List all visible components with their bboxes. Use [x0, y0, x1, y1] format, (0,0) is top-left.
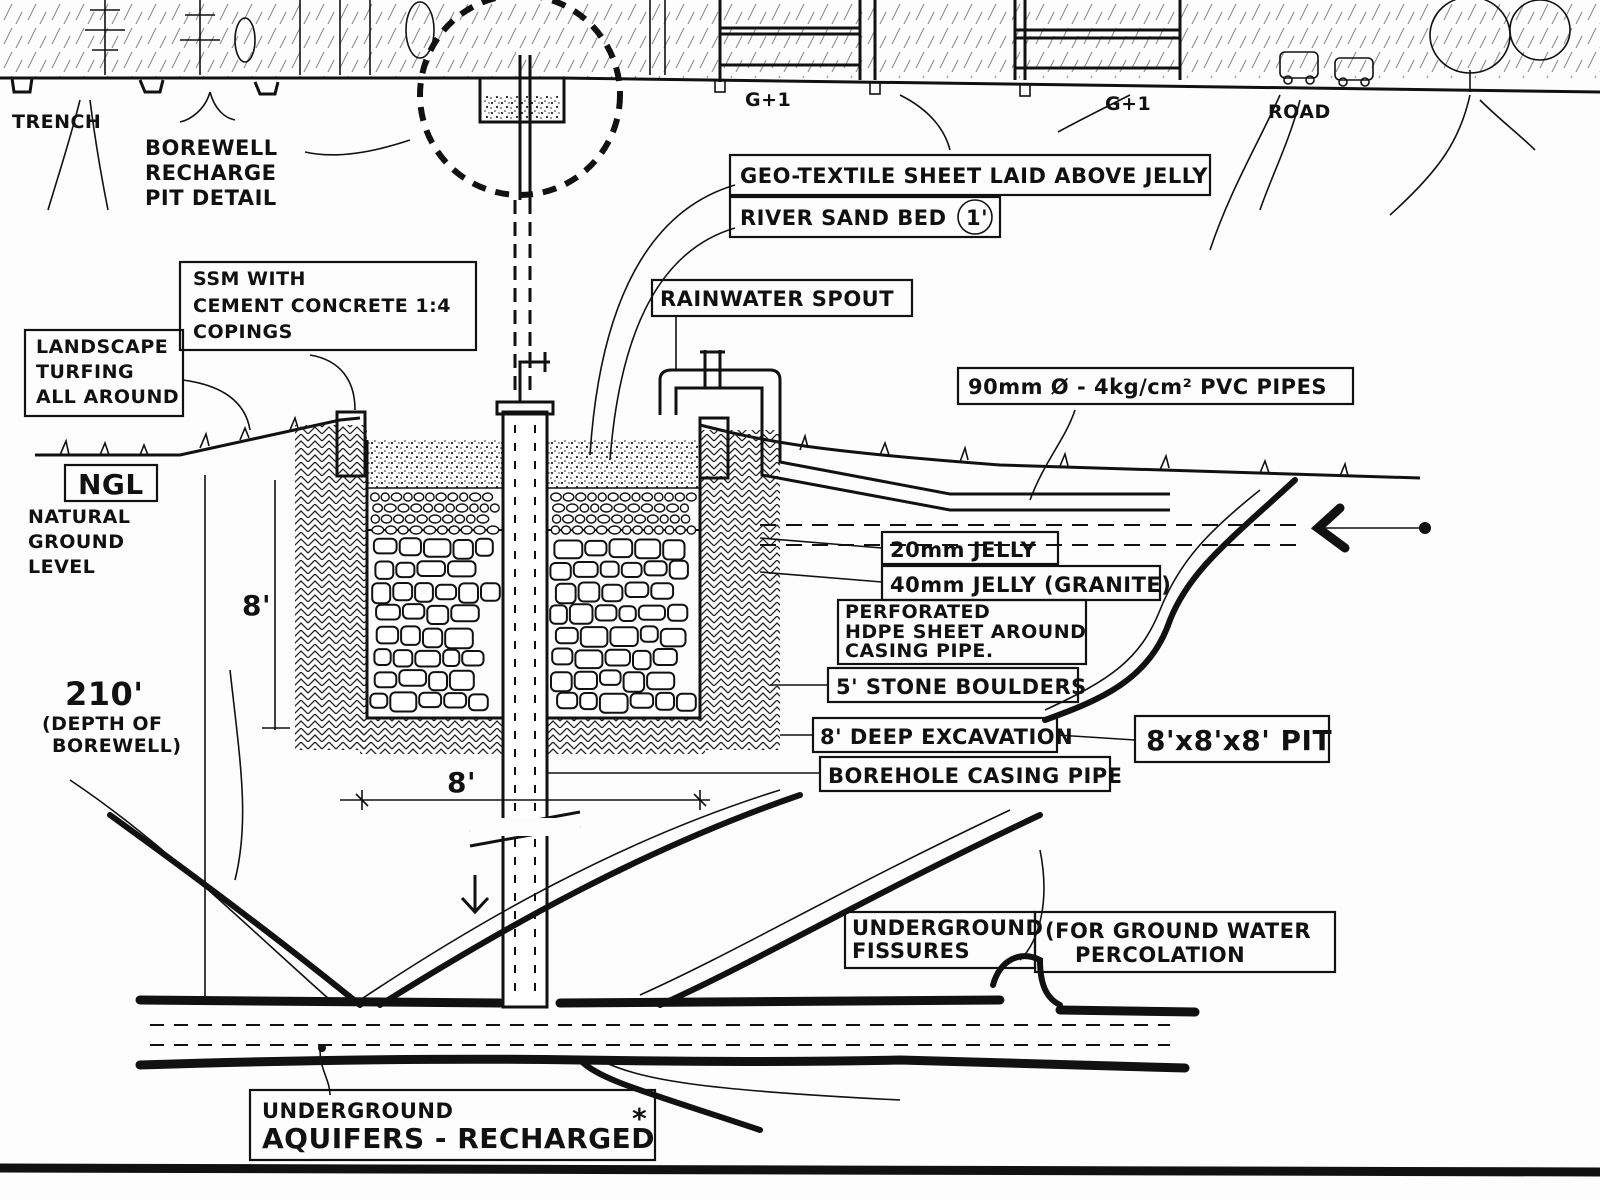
fissures-callout: UNDERGROUND FISSURES	[843, 910, 1043, 970]
down-arrow-icon	[460, 875, 490, 915]
svg-text:PERFORATED: PERFORATED	[845, 601, 990, 623]
pit-width-dimension: 8'	[340, 766, 710, 810]
rainwater-spout-pipe	[658, 350, 1170, 512]
svg-text:LEVEL: LEVEL	[28, 556, 95, 578]
water-level-arrow	[760, 503, 1431, 553]
top-context-strip: TRENCH G+1 G+1 ROAD	[0, 0, 1600, 251]
jelly40-callout: 40mm JELLY (GRANITE)	[759, 564, 1171, 602]
root-lines	[47, 91, 1536, 251]
svg-text:NATURAL: NATURAL	[28, 506, 130, 528]
aquifers-callout: UNDERGROUND AQUIFERS - RECHARGED *	[248, 1088, 657, 1162]
svg-text:8' DEEP EXCAVATION: 8' DEEP EXCAVATION	[820, 725, 1073, 749]
svg-text:TURFING: TURFING	[36, 361, 134, 383]
g1-right-label: G+1	[1105, 93, 1151, 115]
underground-aquifer	[135, 995, 1200, 1133]
svg-text:UNDERGROUND: UNDERGROUND	[852, 916, 1043, 940]
svg-text:(FOR GROUND WATER: (FOR GROUND WATER	[1045, 919, 1311, 943]
svg-text:AQUIFERS - RECHARGED: AQUIFERS - RECHARGED	[262, 1122, 655, 1155]
ngl-marker: NGL NATURAL GROUND LEVEL	[28, 463, 159, 578]
river-sand-callout: RIVER SAND BED 1'	[609, 195, 1002, 461]
svg-text:20mm JELLY: 20mm JELLY	[890, 538, 1036, 562]
bottom-border-line	[0, 1163, 1600, 1177]
ssm-callout: SSM WITH CEMENT CONCRETE 1:4 COPINGS	[178, 260, 478, 411]
svg-text:ALL AROUND: ALL AROUND	[36, 386, 179, 408]
g1-buildings	[718, 0, 1182, 82]
svg-text:GEO-TEXTILE SHEET LAID ABOVE J: GEO-TEXTILE SHEET LAID ABOVE JELLY	[740, 164, 1208, 188]
svg-text:LANDSCAPE: LANDSCAPE	[36, 336, 168, 358]
svg-text:RIVER SAND BED: RIVER SAND BED	[740, 206, 947, 230]
svg-text:5' STONE BOULDERS: 5' STONE BOULDERS	[836, 675, 1087, 699]
svg-text:RAINWATER SPOUT: RAINWATER SPOUT	[660, 287, 894, 311]
svg-text:COPINGS: COPINGS	[193, 321, 293, 343]
svg-text:FISSURES: FISSURES	[852, 939, 970, 963]
svg-text:BOREHOLE CASING PIPE: BOREHOLE CASING PIPE	[828, 764, 1123, 788]
svg-text:1': 1'	[966, 206, 988, 230]
svg-text:PERCOLATION: PERCOLATION	[1075, 943, 1245, 967]
perforated-hdpe-callout: PERFORATED HDPE SHEET AROUND CASING PIPE…	[836, 598, 1088, 666]
landscape-callout: LANDSCAPE TURFING ALL AROUND	[23, 328, 251, 431]
svg-text:40mm JELLY (GRANITE): 40mm JELLY (GRANITE)	[890, 573, 1171, 597]
svg-text:210': 210'	[65, 675, 144, 713]
svg-text:CASING PIPE.: CASING PIPE.	[845, 640, 994, 662]
svg-text:HDPE SHEET AROUND: HDPE SHEET AROUND	[845, 621, 1086, 643]
svg-text:CEMENT CONCRETE 1:4: CEMENT CONCRETE 1:4	[193, 295, 451, 317]
underground-fissures	[69, 477, 1298, 1008]
svg-text:8': 8'	[242, 589, 271, 622]
svg-text:8': 8'	[447, 766, 476, 799]
stone-boulders-callout: 5' STONE BOULDERS	[770, 666, 1087, 704]
svg-text:(DEPTH OF: (DEPTH OF	[42, 713, 162, 735]
detail-callout-circle	[304, 0, 623, 200]
borewell-depth-dimension: 210' (DEPTH OF BOREWELL)	[42, 475, 206, 1000]
pit-size-callout: 8'x8'x8' PIT	[1056, 714, 1332, 764]
geotextile-callout: GEO-TEXTILE SHEET LAID ABOVE JELLY	[589, 153, 1212, 456]
svg-text:GROUND: GROUND	[28, 531, 124, 553]
svg-text:NGL: NGL	[78, 468, 144, 501]
svg-text:UNDERGROUND: UNDERGROUND	[262, 1099, 453, 1123]
borehole-casing-callout: BOREHOLE CASING PIPE	[547, 755, 1123, 793]
borewell-recharge-label: BOREWELL RECHARGE PIT DETAIL	[145, 136, 278, 210]
svg-text:BOREWELL: BOREWELL	[145, 136, 278, 160]
svg-text:SSM WITH: SSM WITH	[193, 268, 306, 290]
pit-depth-dimension: 8'	[242, 480, 290, 730]
svg-text:RECHARGE: RECHARGE	[145, 161, 277, 185]
jelly20-callout: 20mm JELLY	[759, 530, 1060, 566]
svg-text:*: *	[632, 1102, 647, 1135]
g1-left-label: G+1	[745, 89, 791, 111]
svg-text:90mm Ø - 4kg/cm² PVC PIPES: 90mm Ø - 4kg/cm² PVC PIPES	[968, 375, 1327, 399]
trench-label: TRENCH	[12, 111, 101, 133]
deep-excavation-callout: 8' DEEP EXCAVATION	[780, 716, 1073, 754]
rainwater-spout-callout: RAINWATER SPOUT	[650, 278, 914, 370]
svg-text:PIT DETAIL: PIT DETAIL	[145, 186, 277, 210]
road-cars	[1279, 51, 1374, 87]
ground-water-callout: (FOR GROUND WATER PERCOLATION	[1033, 910, 1337, 974]
svg-text:8'x8'x8' PIT: 8'x8'x8' PIT	[1146, 724, 1332, 757]
svg-text:BOREWELL): BOREWELL)	[52, 735, 182, 757]
road-label: ROAD	[1268, 101, 1331, 123]
pvc-pipes-callout: 90mm Ø - 4kg/cm² PVC PIPES	[956, 366, 1355, 501]
